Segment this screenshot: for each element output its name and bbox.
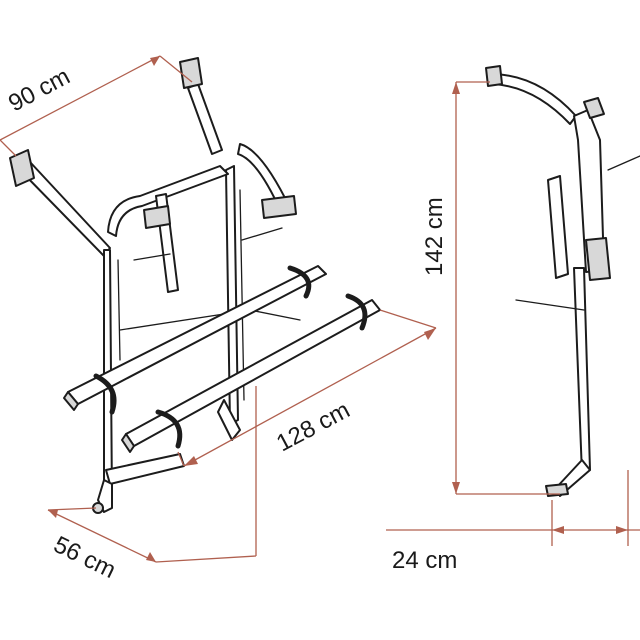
right-upper-arm [187,83,223,155]
side-foot-pad [545,483,569,497]
frame-inner-lines [117,189,245,401]
rail-strap [287,265,312,299]
right-mount-bracket [179,57,203,89]
lower-rail-end-cap [121,433,135,453]
side-arm [547,175,569,279]
bike-rack-front-view [9,57,381,514]
side-mount-bracket [485,65,503,87]
rail-strap [155,409,183,449]
dimension-24cm-label: 24 cm [392,547,457,574]
dimension-90cm-label: 90 cm [4,63,74,118]
dimension-128cm-label: 128 cm [272,397,354,458]
holder-straps [133,227,283,261]
holder-clamp [143,205,171,229]
frame-right-upright [225,165,239,425]
dimension-24cm: 24 cm [386,470,640,574]
upper-rail-end-cap [63,391,79,411]
side-strap-lines [515,155,640,311]
frame-top-bar [107,165,229,237]
rail-strap [345,293,368,331]
lower-crossbar [105,453,185,485]
side-upper-arm [489,73,577,125]
side-top-clamp [583,97,605,119]
dimension-90cm: 90 cm [0,55,193,157]
dimension-142cm: 142 cm [421,81,560,495]
side-main-tube [573,267,591,475]
bike-rack-side-view [485,65,640,497]
left-mount-bracket [9,149,35,187]
holder-clamp [261,195,297,219]
dimension-142cm-label: 142 cm [421,197,448,276]
rail-strap [93,373,117,415]
side-lower-clamp [585,237,611,281]
